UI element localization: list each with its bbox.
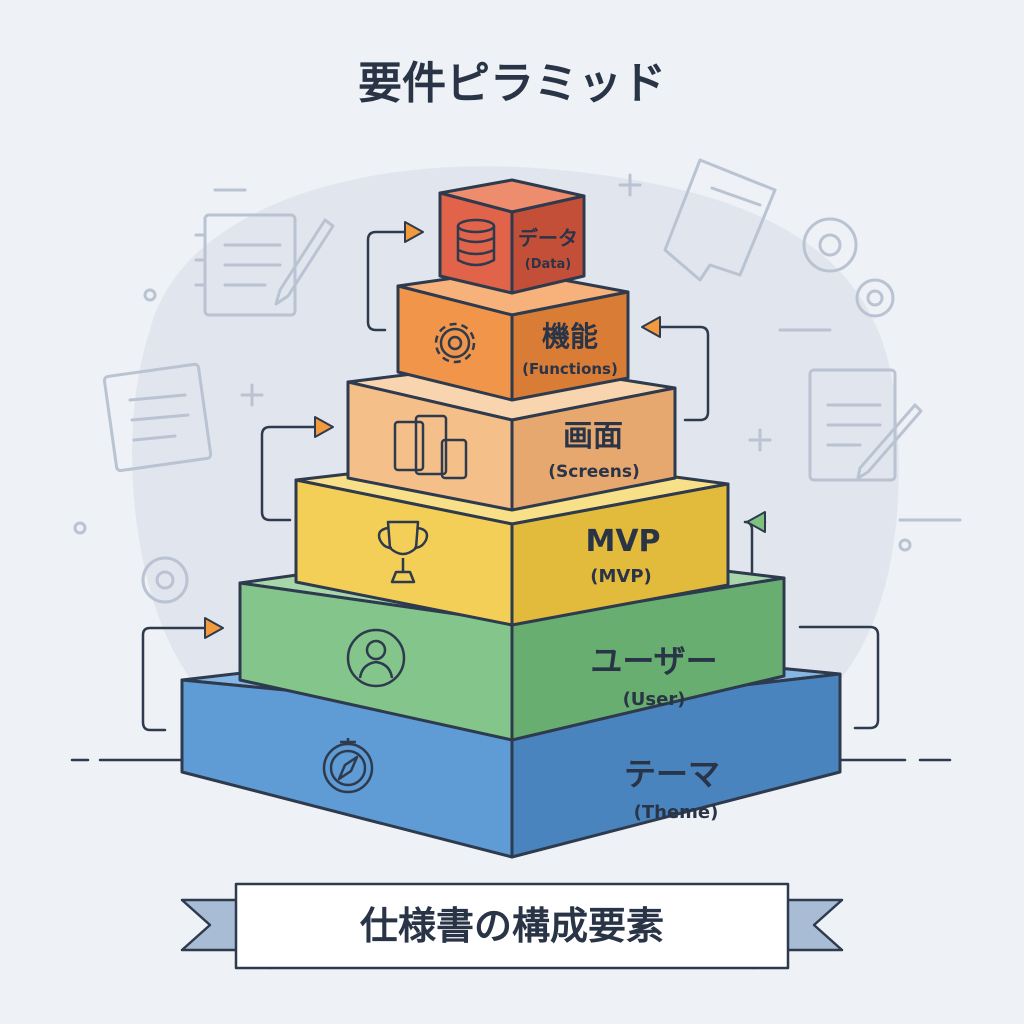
flow-arrowheads — [204, 221, 766, 639]
layer-data-side — [510, 194, 586, 295]
connector-right-3 — [658, 325, 710, 422]
arrowhead-left-2 — [314, 416, 334, 438]
layer-mvp-side — [510, 482, 730, 627]
layer-screens-label: 画面 — [563, 419, 623, 454]
arrowhead-right-2 — [746, 511, 766, 533]
ribbon-center — [234, 882, 790, 970]
gear-icon — [434, 322, 476, 364]
connector-left-2 — [260, 425, 317, 522]
notepad-pen-icon — [808, 368, 923, 482]
database-icon — [456, 218, 496, 267]
ribbon-banner: 仕様書の構成要素 — [180, 882, 844, 970]
banner-text: 仕様書の構成要素 — [360, 904, 664, 948]
arrowhead-left-1 — [204, 617, 224, 639]
layer-theme-sublabel: (Theme) — [634, 802, 719, 823]
layer-data: データ (Data) — [438, 178, 586, 295]
ribbon-tail-right — [782, 898, 844, 952]
arrowhead-right-3 — [641, 316, 661, 338]
connector-left-1 — [141, 626, 207, 732]
layer-screens-sublabel: (Screens) — [548, 462, 640, 482]
layer-mvp-sublabel: (MVP) — [590, 566, 652, 587]
layer-user-label: ユーザー — [590, 642, 717, 680]
layer-functions: 機能 (Functions) — [396, 268, 630, 402]
layer-functions-label: 機能 — [542, 320, 598, 353]
trophy-icon — [377, 520, 429, 584]
layer-user-sublabel: (User) — [623, 689, 686, 710]
compass-icon — [322, 738, 374, 794]
gear-doodle-icon — [802, 217, 895, 318]
ribbon-tail-left — [180, 898, 242, 952]
devices-icon — [393, 414, 468, 480]
pyramid: テーマ (Theme) ユーザー (User) — [180, 178, 842, 859]
pencil-icon — [274, 218, 335, 306]
connector-left-3 — [366, 230, 407, 332]
background-doodles — [73, 158, 962, 604]
user-icon — [346, 628, 406, 688]
layer-data-sublabel: (Data) — [525, 257, 571, 272]
layer-mvp-label: MVP — [585, 524, 660, 559]
layer-functions-side — [510, 290, 630, 402]
layer-screens-side — [510, 386, 677, 512]
notebook-icon-left — [102, 362, 213, 473]
document-icon — [663, 158, 777, 282]
flow-connectors — [141, 230, 880, 732]
arrowhead-left-3 — [404, 221, 424, 243]
gear-small-icon — [141, 556, 189, 604]
layer-data-label: データ — [518, 226, 578, 250]
connector-right-1 — [798, 625, 880, 730]
layer-functions-sublabel: (Functions) — [522, 360, 618, 378]
layer-theme-label: テーマ — [624, 755, 720, 793]
page-title: 要件ピラミッド — [358, 58, 666, 109]
